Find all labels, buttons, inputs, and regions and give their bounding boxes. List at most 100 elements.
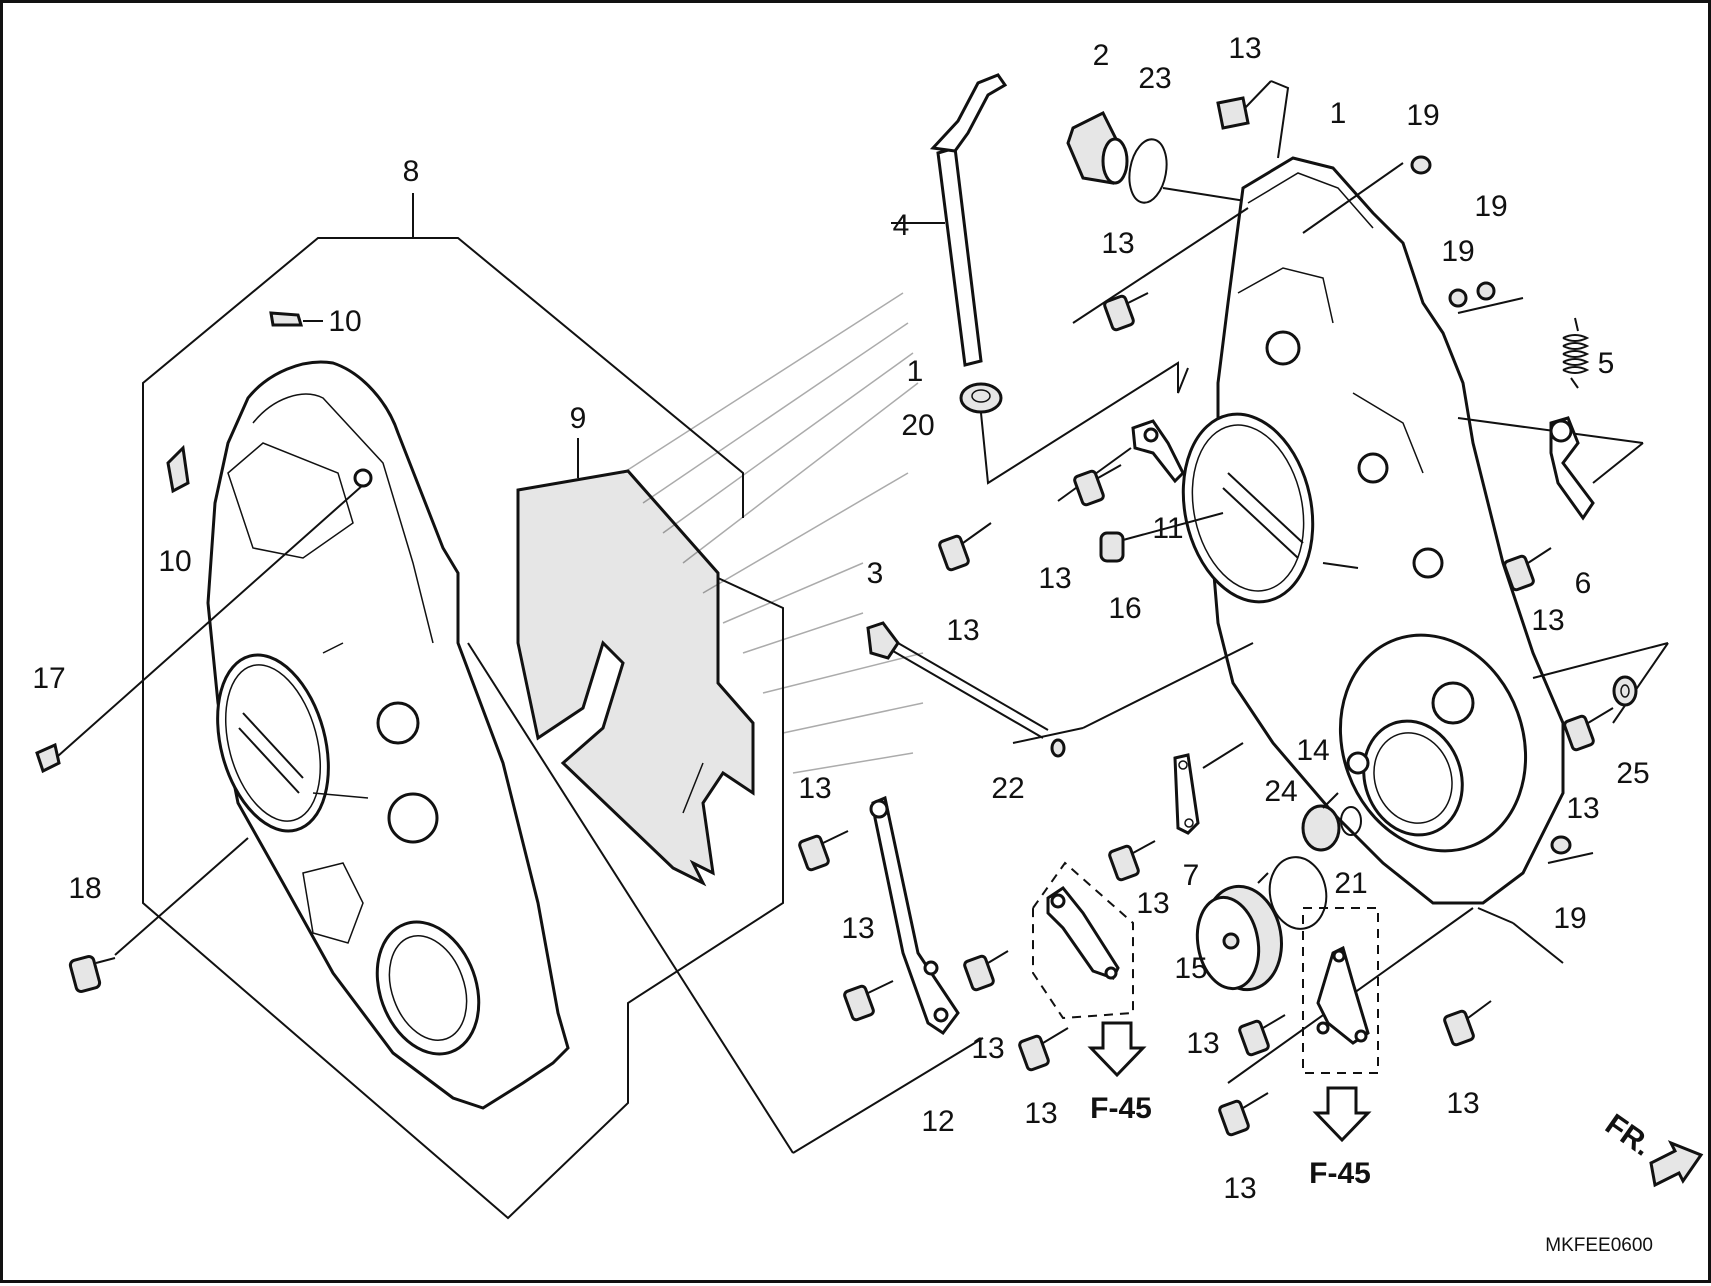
callout-13-m: 13 [1446,1087,1479,1120]
callout-19-b: 19 [1441,235,1474,268]
grommet-20 [959,361,1189,485]
dipstick-3 [866,621,1066,758]
lead-lines-left [467,642,984,1154]
callout-24: 24 [1264,775,1297,808]
plug-14 [1301,792,1341,852]
washer-25 [1612,675,1638,707]
callout-7: 7 [1183,859,1200,892]
inner-gasket-9 [516,438,755,887]
assembly-8-outline [142,193,784,1220]
washer-19-d [1550,835,1572,855]
reference-f45-right: F-45 [1309,1157,1371,1190]
clip-10-top [269,311,323,327]
callout-5: 5 [1598,347,1615,380]
callout-13-d: 13 [946,614,979,647]
callout-9: 9 [570,402,587,435]
bolt-13-m [1443,1000,1492,1047]
callout-3: 3 [867,557,884,590]
callout-2: 2 [1093,39,1110,72]
bolts-13 [798,292,1614,1137]
spring-5 [1562,317,1590,389]
collar-16 [1099,531,1125,563]
bolt-18 [68,837,249,993]
bolt-13-top [1216,80,1290,159]
background-wing-pattern [622,292,924,774]
bracket-11 [1131,419,1185,484]
callout-13-b: 13 [1101,227,1134,260]
callout-13-h: 13 [971,1032,1004,1065]
bolt-13-j [1108,840,1156,882]
left-outer-cover [206,360,570,1110]
callout-13-c: 13 [1038,562,1071,595]
callout-18: 18 [68,872,101,905]
callout-10-side: 10 [158,545,191,578]
bolt-13-f [798,830,849,872]
callout-labels: 8 10 10 17 18 9 4 1 20 2 23 13 1 19 13 1… [32,32,1657,1256]
callout-13-top: 13 [1228,32,1261,65]
callout-15: 15 [1174,952,1207,985]
washer-19-c [1476,281,1496,301]
callout-14: 14 [1296,734,1329,767]
filler-cap-2 [1066,110,1129,185]
washer-19-a [1410,155,1432,175]
callout-13-e: 13 [1531,604,1564,637]
bolt-13-i [1018,1027,1069,1072]
ref-arrow-right [1312,1086,1372,1143]
callout-13-j: 13 [1136,887,1169,920]
callout-21: 21 [1334,867,1367,900]
callout-13-i: 13 [1024,1097,1057,1130]
callout-1-right: 1 [1330,97,1347,130]
callout-13-l: 13 [1223,1172,1256,1205]
oring-21 [1340,806,1362,836]
callout-4: 4 [893,209,910,242]
callout-6: 6 [1575,567,1592,600]
bolt-13-b [1103,292,1149,332]
reference-f45-left: F-45 [1090,1092,1152,1125]
bolt-13-h [963,950,1009,992]
callout-19-d: 19 [1553,902,1586,935]
plate-7 [1173,742,1244,835]
reference-box-left [1032,861,1134,1020]
callout-13-k: 13 [1186,1027,1219,1060]
callout-13-n: 13 [1566,792,1599,825]
lever-6 [1549,416,1595,521]
callout-19-top: 19 [1406,99,1439,132]
oring-24 [1257,856,1328,930]
cap-15 [1195,884,1283,992]
washer-19-b [1448,288,1468,308]
bolt-13-g [843,980,894,1022]
reference-box-right [1302,907,1379,1074]
arm-12 [869,795,960,1036]
callout-11: 11 [1152,512,1183,545]
callout-8: 8 [403,155,420,188]
callout-25: 25 [1616,757,1649,790]
bolt-13-n [1563,707,1614,752]
diagram-code: MKFEE0600 [1545,1235,1653,1256]
callout-20: 20 [901,409,934,442]
callout-19-c: 19 [1474,190,1507,223]
callout-16: 16 [1108,592,1141,625]
callout-13-g: 13 [841,912,874,945]
bolt-13-l [1218,1092,1269,1137]
bolt-13-e [1503,547,1552,592]
front-marker: FR. [1599,1108,1658,1163]
callout-10-top: 10 [328,305,361,338]
oring-23 [1128,138,1259,204]
bolt-13-d [938,522,992,572]
callout-12: 12 [921,1105,954,1138]
callout-1-left: 1 [907,355,924,388]
bolt-13-k [1238,1014,1286,1057]
callout-23: 23 [1138,62,1171,95]
exploded-parts-diagram: 8 10 10 17 18 9 4 1 20 2 23 13 1 19 13 1… [32,32,1704,1256]
front-arrow-icon [1649,1140,1704,1188]
callout-17: 17 [32,662,65,695]
callout-13-f: 13 [798,772,831,805]
screw-17 [35,484,364,774]
shaft-4 [891,73,1008,367]
ref-arrow-left [1087,1021,1147,1078]
bolt-13-c [1073,464,1122,507]
callout-22: 22 [991,772,1024,805]
right-crankcase-cover [1181,156,1565,905]
clip-10-side [166,444,190,494]
